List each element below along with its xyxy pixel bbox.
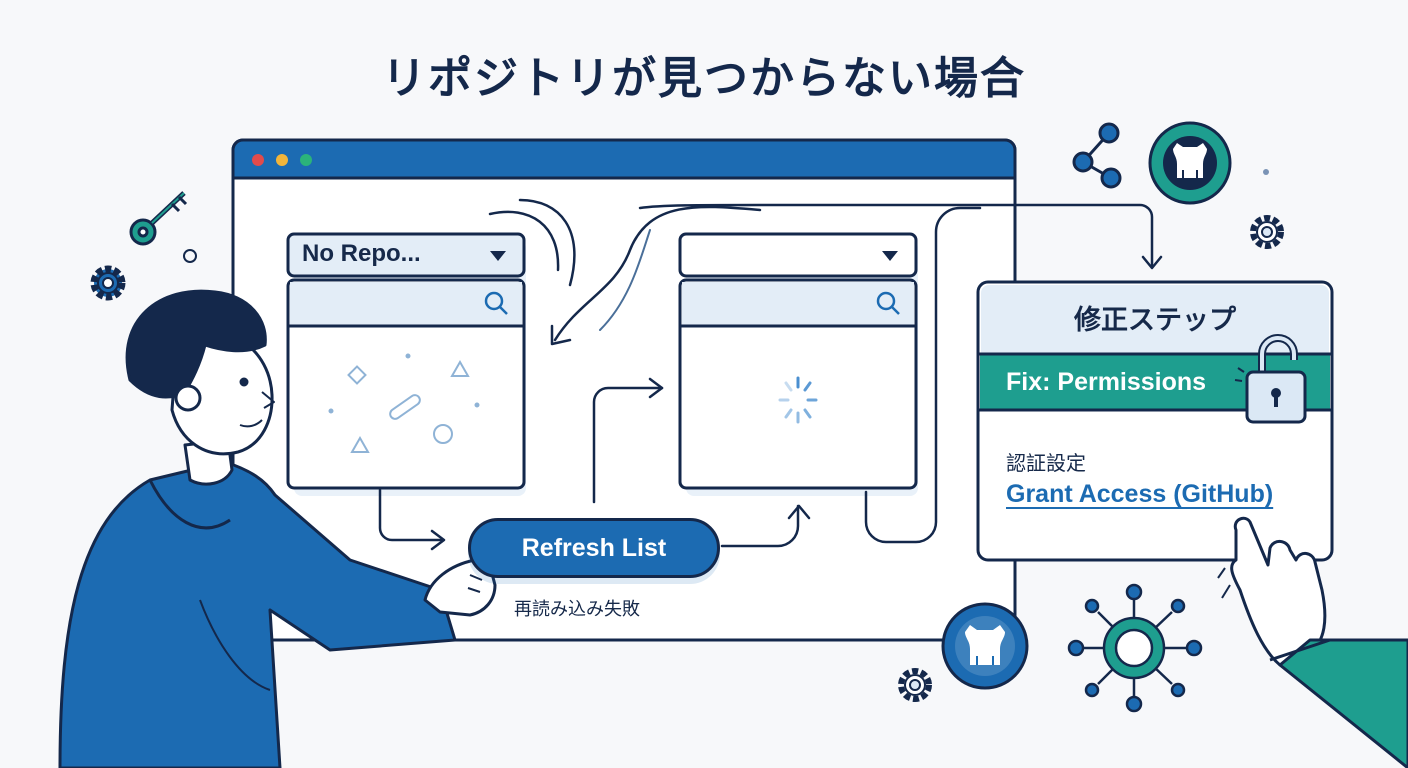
dropdown-arrow-icon	[882, 251, 898, 261]
empty-repo-panel	[286, 232, 526, 496]
share-icon	[1072, 122, 1122, 189]
padlock-open-icon	[1234, 334, 1307, 424]
fix-permissions-label: Fix: Permissions	[1006, 368, 1207, 396]
grant-access-link[interactable]: Grant Access (GitHub)	[1006, 480, 1274, 508]
gear-icon	[90, 265, 126, 301]
auth-settings-label: 認証設定	[1006, 451, 1086, 475]
fix-panel	[976, 280, 1334, 562]
key-icon	[129, 191, 188, 246]
github-icon	[1148, 121, 1232, 205]
fix-panel-header: 修正ステップ	[1074, 305, 1236, 336]
network-hub-icon	[1067, 583, 1203, 713]
spinner-icon	[778, 376, 818, 424]
refresh-list-button[interactable]: Refresh List	[468, 518, 720, 578]
dropdown-arrow-icon	[490, 251, 506, 261]
github-icon	[941, 602, 1029, 690]
search-icon	[484, 291, 508, 315]
empty-state-shapes	[328, 353, 480, 453]
page-title: リポジトリが見つからない場合	[382, 53, 1026, 104]
person-illustration	[58, 289, 515, 768]
repo-dropdown-value[interactable]: No Repo...	[302, 240, 421, 267]
gear-icon	[898, 668, 932, 702]
search-icon	[876, 291, 900, 315]
gear-icon	[1250, 215, 1284, 249]
refresh-status-note: 再読み込み失敗	[514, 599, 640, 620]
pointing-hand	[1217, 516, 1408, 768]
flow-arrows	[378, 198, 1163, 551]
loading-panel	[678, 232, 918, 496]
